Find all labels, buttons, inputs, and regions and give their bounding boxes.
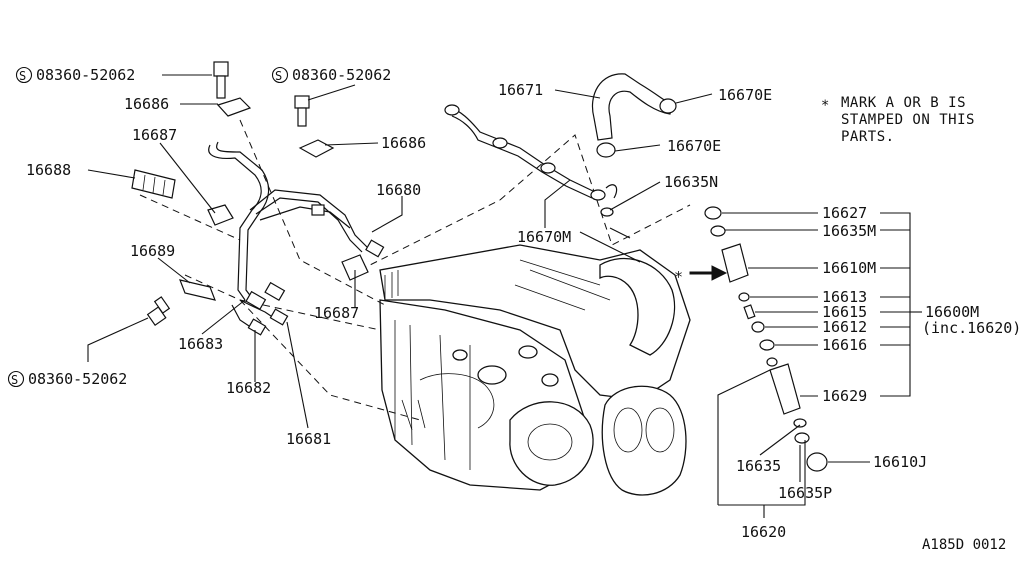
svg-text:08360-52062: 08360-52062 — [28, 370, 127, 388]
arrow-mark-symbol: ∗ — [674, 265, 683, 283]
label-16671: 16671 — [498, 81, 543, 99]
label-16620: 16620 — [741, 523, 786, 541]
label-16688: 16688 — [26, 161, 71, 179]
mark-arrow-icon — [689, 265, 728, 281]
injector-nozzle-stack — [689, 206, 828, 472]
svg-text:S: S — [19, 69, 26, 83]
svg-text:S: S — [11, 373, 18, 387]
label-16670E-b: 16670E — [667, 137, 721, 155]
leader-lines — [87, 74, 922, 518]
bolt-label-top-left: S 08360-52062 — [15, 66, 135, 84]
spill-tube-assembly — [444, 104, 618, 217]
label-16616: 16616 — [822, 336, 867, 354]
bolt-top-center — [294, 95, 310, 109]
part-16627 — [704, 206, 722, 220]
note-line-2: STAMPED ON THIS — [841, 112, 975, 128]
label-16686-a: 16686 — [124, 95, 169, 113]
svg-text:S: S — [275, 69, 282, 83]
injection-tube-assembly — [208, 141, 385, 336]
note-line-3: PARTS. — [841, 129, 895, 145]
bolt-label-top-center: S 08360-52062 — [271, 66, 391, 84]
note-symbol: ∗ — [821, 95, 830, 111]
label-16635M: 16635M — [822, 222, 876, 240]
note-line-1: MARK A OR B IS — [841, 95, 966, 111]
label-16635N: 16635N — [664, 173, 718, 191]
label-16627: 16627 — [822, 204, 867, 222]
label-16687-b: 16687 — [314, 304, 359, 322]
label-16635P: 16635P — [778, 484, 832, 502]
engine-block-illustration — [379, 244, 691, 496]
drawing-id: A185D 0012 — [922, 537, 1006, 553]
label-16683: 16683 — [178, 335, 223, 353]
label-16682: 16682 — [226, 379, 271, 397]
stamp-note: ∗ MARK A OR B IS STAMPED ON THIS PARTS. — [821, 95, 975, 145]
clamps-brackets — [131, 61, 369, 327]
label-16610M: 16610M — [822, 259, 876, 277]
label-16615: 16615 — [822, 303, 867, 321]
label-16686-b: 16686 — [381, 134, 426, 152]
svg-text:08360-52062: 08360-52062 — [36, 66, 135, 84]
part-16635M — [710, 225, 726, 237]
label-16610J: 16610J — [873, 453, 927, 471]
return-hose-assembly — [592, 73, 677, 158]
label-16612: 16612 — [822, 318, 867, 336]
bolt-label-bottom-left: S 08360-52062 — [7, 370, 127, 388]
label-16629: 16629 — [822, 387, 867, 405]
label-16689: 16689 — [130, 242, 175, 260]
label-16613: 16613 — [822, 288, 867, 306]
label-16681: 16681 — [286, 430, 331, 448]
part-16610M — [721, 243, 749, 283]
label-16670M: 16670M — [517, 228, 571, 246]
bolt-top-left — [213, 61, 229, 77]
part-16610J — [806, 452, 828, 472]
svg-text:08360-52062: 08360-52062 — [292, 66, 391, 84]
label-16600M: 16600M — [925, 303, 979, 321]
label-16600M-inc: (inc.16620) — [922, 319, 1021, 337]
part-16629 — [769, 363, 801, 415]
label-16670E-a: 16670E — [718, 86, 772, 104]
label-16687-a: 16687 — [132, 126, 177, 144]
label-16680: 16680 — [376, 181, 421, 199]
label-16635: 16635 — [736, 457, 781, 475]
